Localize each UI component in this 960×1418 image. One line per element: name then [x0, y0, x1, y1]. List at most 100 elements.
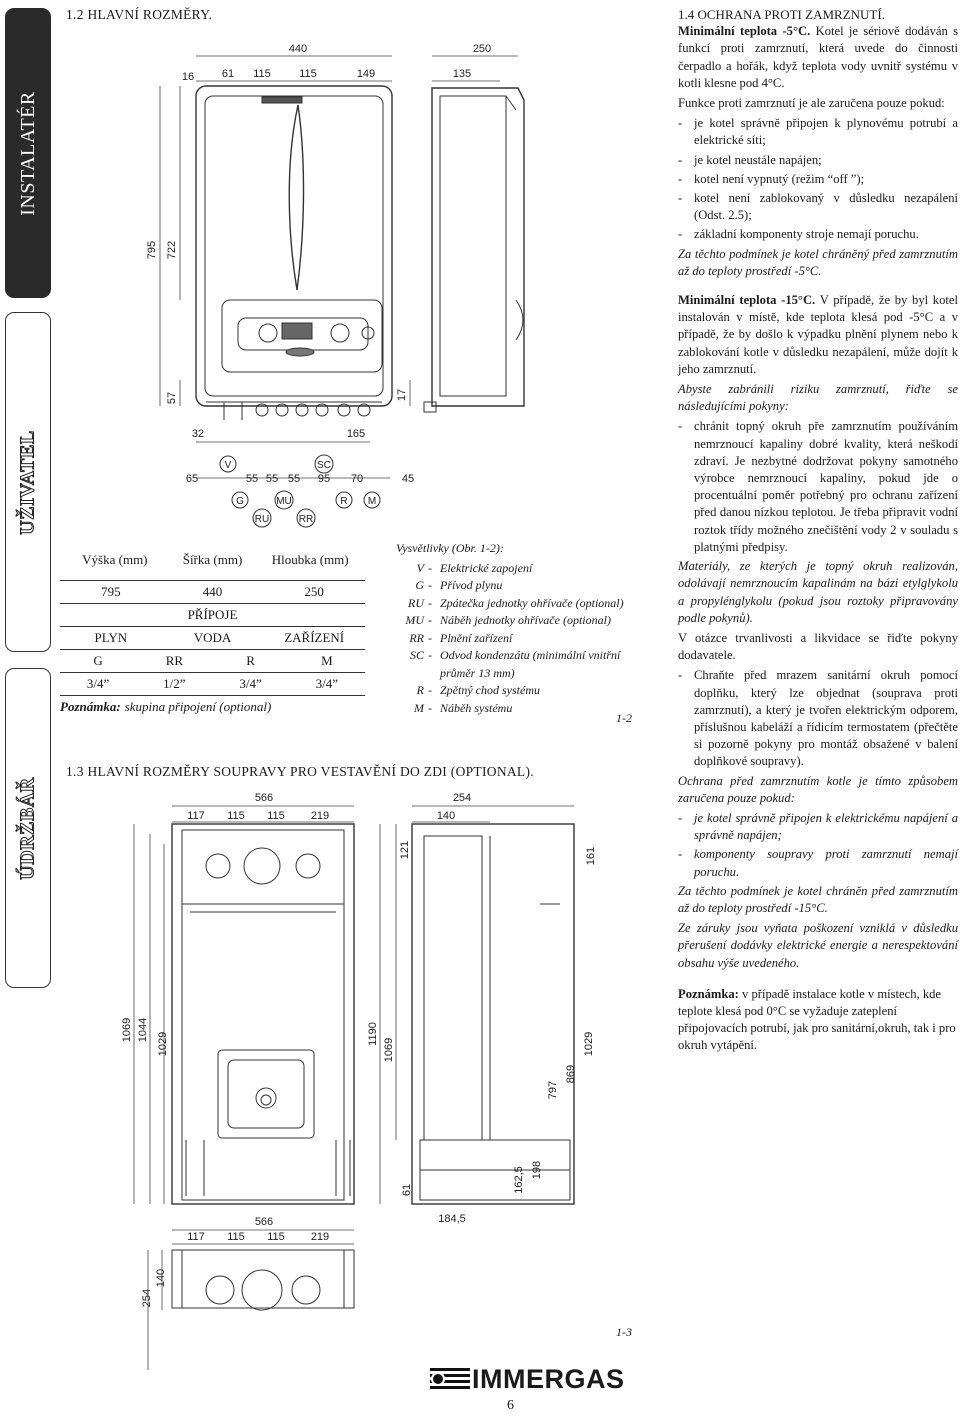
table-group: PLYN: [94, 630, 128, 645]
legend-item: R-Zpětný chod systému: [396, 682, 646, 700]
cond-list: je kotel správně připojen k plynovému po…: [678, 115, 958, 244]
table-size: 3/4”: [86, 676, 110, 691]
legend-key: M: [414, 700, 424, 715]
guarantee-note1: Za těchto podmínek je kotel chráněn před…: [678, 883, 958, 915]
dim-198: 198: [531, 1161, 543, 1179]
section-title-1-2: 1.2 HLAVNÍ ROZMĚRY.: [66, 7, 213, 22]
min15-label: Minimální teplota -15°C.: [678, 293, 816, 308]
dimensions-table: Výška (mm) Šířka (mm) Hloubka (mm) 795 4…: [60, 540, 365, 718]
list-item: je kotel neustále napájen;: [678, 152, 958, 169]
section-title-1-4: 1.4 OCHRANA PROTI ZAMRZNUTÍ.: [678, 7, 885, 22]
table-code: G: [93, 653, 103, 668]
note-label: Poznámka:: [678, 986, 739, 1001]
table-header-depth: Hloubka (mm): [271, 552, 349, 567]
table-group: ZAŘÍZENÍ: [284, 630, 345, 645]
sidebar-tab-installer[interactable]: INSTALATÉR: [5, 8, 51, 298]
legend-key: R: [416, 683, 424, 697]
legend-text: Elektrické zapojení: [440, 560, 533, 575]
dim-135: 135: [453, 68, 471, 80]
legend-text: Plnění zařízení: [440, 630, 513, 645]
note-text: v případě instalace kotle v místech, kde…: [678, 986, 956, 1053]
dim-797: 797: [547, 1081, 559, 1099]
dim-250: 250: [473, 43, 491, 55]
min5-label: Minimální teplota -5°C.: [678, 24, 811, 39]
connector-label: V: [225, 460, 232, 471]
dim-17: 17: [396, 389, 408, 401]
dim-115b: 115: [299, 68, 317, 80]
table-size: 3/4”: [239, 676, 262, 691]
right-column: 1.4 OCHRANA PROTI ZAMRZNUTÍ. Minimální t…: [678, 6, 958, 1058]
figure-number-1-3: 1-3: [616, 1325, 632, 1339]
dim-65: 65: [186, 473, 198, 485]
table-code: M: [321, 653, 333, 668]
min15-text: V případě, že by byl kotel instalován v …: [678, 293, 958, 376]
dim-45: 45: [402, 473, 414, 485]
legend-text: Zpátečka jednotky ohřívače (optional): [440, 595, 624, 610]
connector-label: M: [368, 496, 376, 507]
dim-61: 61: [401, 1184, 413, 1196]
table-header-width: Šířka (mm): [182, 552, 243, 567]
dim-1190: 1190: [367, 1022, 379, 1046]
page-number: 6: [507, 1398, 514, 1413]
legend-item: RU-Zpátečka jednotky ohřívače (optional): [396, 595, 646, 613]
dim-184-5: 184,5: [438, 1213, 466, 1225]
advice: Abyste zabránili riziku zamrznutí, řiďte…: [678, 382, 958, 414]
connector-label: RR: [299, 514, 313, 525]
list-item: je kotel správně připojen k plynovému po…: [678, 115, 958, 149]
table-note-label: Poznámka:: [60, 699, 121, 714]
legend-key: V: [416, 560, 424, 575]
dim-1044: 1044: [137, 1018, 149, 1042]
legend-item: MU-Náběh jednotky ohřívače (optional): [396, 612, 646, 630]
legend-text: Zpětný chod systému: [440, 683, 540, 697]
dim-149: 149: [357, 68, 375, 80]
dim-1029: 1029: [157, 1032, 169, 1056]
table-size: 3/4”: [315, 676, 339, 691]
connector-label: SC: [317, 460, 331, 471]
table-subtitle: PŘÍPOJE: [187, 607, 238, 622]
legend-item: SC-Odvod kondenzátu (minimální vnitřní p…: [396, 647, 646, 682]
legend-key: G: [415, 578, 424, 592]
dim-869: 869: [565, 1065, 577, 1083]
sidebar-tab-maintenance[interactable]: ÚDRŽBÁŘ: [5, 668, 51, 988]
figure-number-1-2: 1-2: [616, 711, 632, 725]
table-value-width: 440: [202, 584, 223, 599]
durability: V otázce trvanlivosti a likvidace se řiď…: [678, 630, 958, 663]
dim-55b: 55: [266, 473, 278, 485]
list-item: Chraňte před mrazem sanitární okruh pomo…: [678, 667, 958, 770]
section-title-1-3: 1.3 HLAVNÍ ROZMĚRY SOUPRAVY PRO VESTAVĚN…: [66, 764, 534, 779]
dim-bottom-115b: 115: [267, 1231, 285, 1243]
legend-key: RU: [408, 595, 424, 610]
cond-intro: Funkce proti zamrznutí je ale zaručena p…: [678, 96, 945, 111]
connector-label: MU: [276, 496, 292, 507]
list-item: kotel není zablokovaný v důsledku nezapá…: [678, 190, 958, 224]
materials: Materiály, ze kterých je topný okruh rea…: [678, 559, 958, 625]
list-item: je kotel správně připojen k elektrickému…: [678, 810, 958, 844]
dim-1069: 1069: [121, 1018, 133, 1042]
dim-795: 795: [146, 241, 158, 259]
dim-117: 117: [187, 810, 205, 822]
legend-item: M-Náběh systému: [396, 700, 646, 718]
table-header-height: Výška (mm): [82, 552, 148, 567]
table-size: 1/2”: [163, 676, 186, 691]
connector-label: R: [340, 496, 347, 507]
dim-140: 140: [437, 810, 455, 822]
legend-1-2: Vysvětlivky (Obr. 1-2): V-Elektrické zap…: [396, 540, 646, 717]
dim-161: 161: [585, 847, 597, 865]
legend-text: Náběh jednotky ohřívače (optional): [440, 613, 611, 627]
sidebar-tab-user[interactable]: UŽIVATEL: [5, 312, 51, 652]
legend-title: Vysvětlivky (Obr. 1-2):: [396, 541, 504, 555]
table-note-text: skupina připojení (optional): [124, 699, 272, 714]
guarantee-note2: Ze záruky jsou vyňata poškození vzniklá …: [678, 921, 958, 970]
dim-722: 722: [166, 241, 178, 259]
dim-1029b: 1029: [583, 1032, 595, 1056]
table-value-height: 795: [101, 584, 121, 599]
dim-55c: 55: [288, 473, 300, 485]
table-code: R: [246, 653, 255, 668]
immergas-logo-icon: [430, 1367, 470, 1389]
dim-bottom-566: 566: [255, 1216, 273, 1228]
dim-566: 566: [255, 792, 273, 804]
dim-bottom-219: 219: [311, 1231, 329, 1243]
table-group: VODA: [193, 630, 232, 645]
list-item: chránit topný okruh pře zamrznutím použí…: [678, 418, 958, 556]
wall-kit-dimensions-diagram: 566 117 115 115 219 254 140 121 161 1069…: [121, 792, 597, 1370]
